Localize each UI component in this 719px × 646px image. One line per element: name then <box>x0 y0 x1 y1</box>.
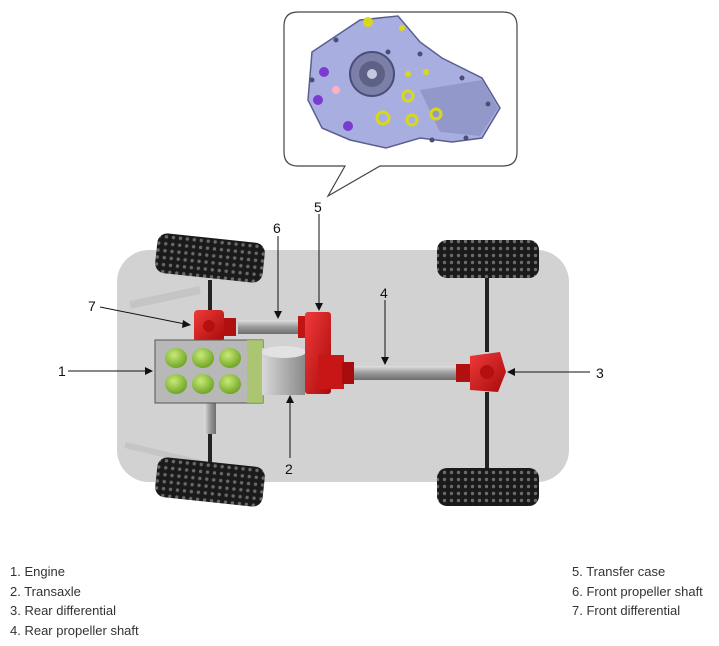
legend-item-transfer-case: 5. Transfer case <box>572 564 666 579</box>
rear-propeller-shaft <box>354 366 460 380</box>
callout-number-rear-differential: 3 <box>596 365 604 381</box>
front-differential <box>194 310 236 342</box>
callout-number-rear-propeller-shaft: 4 <box>380 285 388 301</box>
legend-item-rear-differential: 3. Rear differential <box>10 603 116 618</box>
transfer-case-photo <box>307 15 501 149</box>
legend-item-engine: 1. Engine <box>10 564 65 579</box>
leader-arrowheads <box>145 303 515 403</box>
leader-lines <box>68 214 590 458</box>
engine-icon <box>154 339 264 404</box>
callout-number-front-differential: 7 <box>88 298 96 314</box>
tire-rear-left <box>437 240 539 278</box>
legend-item-transaxle: 2. Transaxle <box>10 583 81 599</box>
legend-item-front-propeller-shaft: 6. Front propeller shaft <box>572 583 703 599</box>
callout-number-engine: 1 <box>58 363 66 379</box>
legend-item-front-differential: 7. Front differential <box>572 603 681 618</box>
tire-rear-right <box>437 468 539 506</box>
legend-left: 1. Engine 2. Transaxle 3. Rear different… <box>10 562 139 640</box>
callout-number-front-propeller-shaft: 6 <box>273 220 281 236</box>
callout-number-transfer-case: 5 <box>314 199 322 215</box>
transfer-case <box>305 312 354 394</box>
tire-front-left <box>155 233 265 283</box>
front-shaft-flange <box>298 316 308 338</box>
callout-number-transaxle: 2 <box>285 461 293 477</box>
tire-front-right <box>155 457 265 507</box>
legend-right: 5. Transfer case 6. Front propeller shaf… <box>572 562 703 621</box>
rear-differential <box>456 352 506 392</box>
front-propeller-shaft <box>238 320 304 334</box>
legend-item-rear-propeller-shaft: 4. Rear propeller shaft <box>10 622 139 638</box>
transaxle <box>262 346 306 395</box>
